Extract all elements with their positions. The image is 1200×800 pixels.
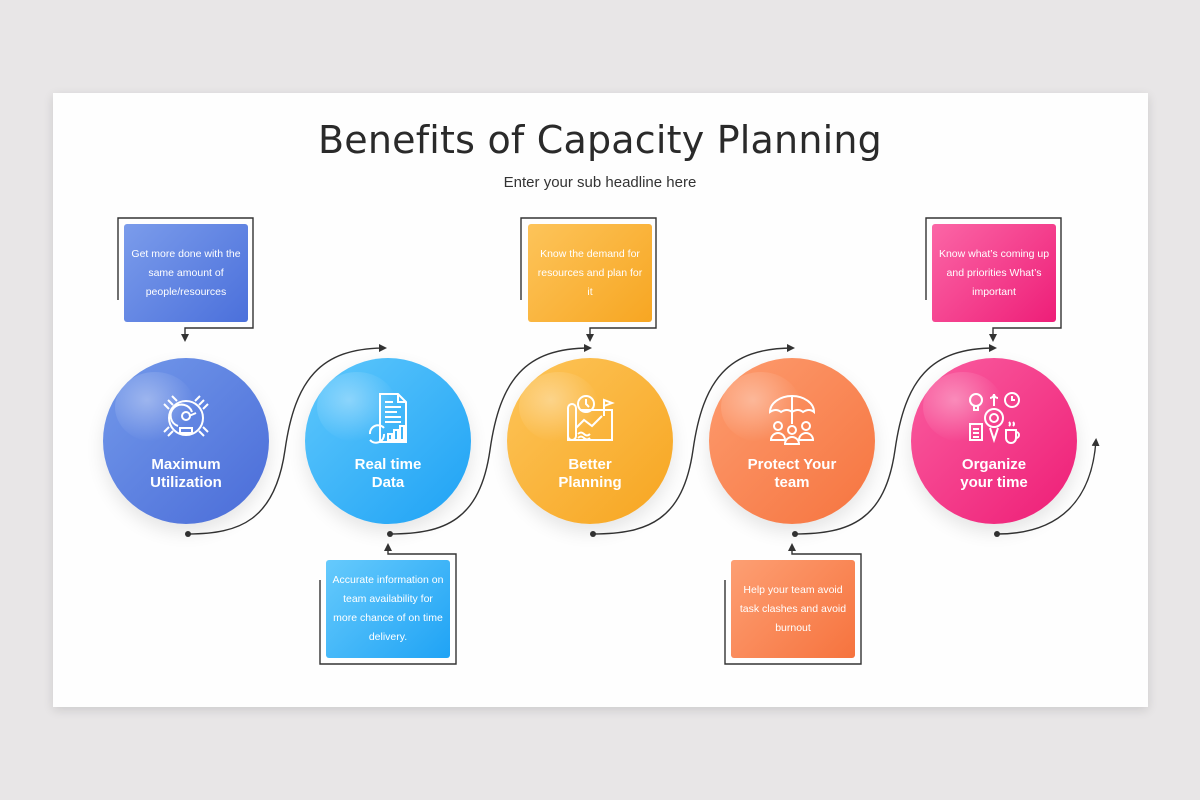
step-label: Organize your time [960, 456, 1028, 491]
umbrella-team-icon [768, 395, 816, 445]
document-chart-refresh-icon [368, 393, 407, 444]
description-box-4: Help your team avoid task clashes and av… [731, 560, 855, 658]
step-circle-maximum-utilization: Maximum Utilization [103, 358, 269, 524]
step-circle-better-planning: Better Planning [507, 358, 673, 524]
description-box-2: Accurate information on team availabilit… [326, 560, 450, 658]
step-label: Protect Your team [747, 456, 837, 491]
gauge-speedometer-icon [163, 395, 209, 437]
description-box-3: Know the demand for resources and plan f… [528, 224, 652, 322]
description-text: Help your team avoid task clashes and av… [739, 583, 847, 634]
gloss-highlight [519, 372, 599, 442]
description-box-5: Know what’s coming up and priorities Wha… [932, 224, 1056, 322]
gloss-highlight [317, 372, 397, 442]
description-text: Know what’s coming up and priorities Wha… [938, 247, 1050, 298]
step-label: Real time Data [354, 456, 422, 491]
gloss-highlight [115, 372, 195, 442]
page-subtitle: Enter your sub headline here [503, 174, 697, 191]
step-label: Maximum Utilization [150, 456, 222, 491]
productivity-gear-bulb-icon [969, 392, 1020, 444]
step-circle-real-time-data: Real time Data [305, 358, 471, 524]
description-text: Accurate information on team availabilit… [332, 574, 444, 643]
description-text: Get more done with the same amount of pe… [131, 247, 241, 298]
map-plan-clock-flag-icon [567, 395, 615, 441]
description-box-1: Get more done with the same amount of pe… [124, 224, 248, 322]
gloss-highlight [923, 372, 1003, 442]
step-circle-organize-your-time: Organize your time [911, 358, 1077, 524]
page-title: Benefits of Capacity Planning [318, 118, 882, 162]
description-text: Know the demand for resources and plan f… [537, 247, 643, 298]
step-label: Better Planning [558, 456, 622, 491]
step-circle-protect-your-team: Protect Your team [709, 358, 875, 524]
